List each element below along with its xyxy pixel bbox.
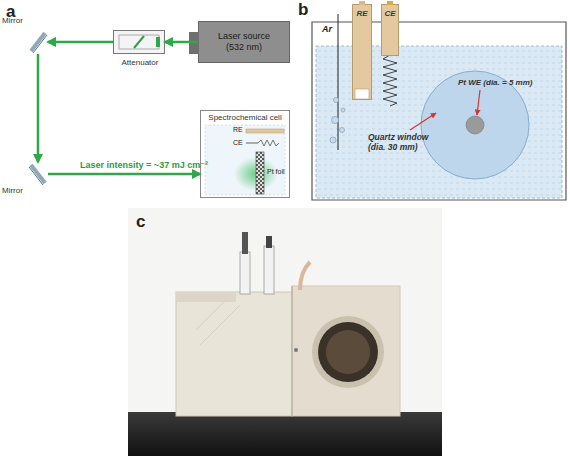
laser-beam-arrow: [165, 41, 198, 44]
callout-label: Pt WE (dia. = 5 mm): [458, 78, 532, 87]
art-part: [266, 236, 272, 248]
shape-art: [114, 31, 166, 55]
attenuator-box: Attenuator: [113, 30, 165, 54]
shape-part: [189, 32, 199, 54]
spectrochemical-cell-box: Spectrochemical cell: [200, 110, 290, 198]
photo-cell-body: [176, 286, 400, 416]
laser-beam-arrow: [48, 41, 113, 44]
shape-part: [205, 125, 285, 195]
shape-part: [359, 1, 365, 5]
part-label: RE: [233, 126, 243, 133]
art-part: [330, 137, 336, 143]
laser-beam-arrow: [48, 173, 200, 176]
cell-electrodes: [246, 129, 284, 146]
art-part: [300, 262, 310, 290]
panel-letter: a: [6, 2, 15, 22]
art-part: [340, 128, 345, 133]
shape-part: [31, 33, 45, 51]
art-part: [128, 412, 442, 456]
laser-source-box: Laser source (532 nm): [198, 21, 290, 63]
art-part: [312, 316, 384, 388]
panel-letter: c: [136, 212, 145, 232]
art-part: [334, 98, 339, 103]
edge-label: Laser intensity = ~37 mJ cm⁻²: [80, 160, 208, 170]
electrode-label: RE: [353, 9, 371, 18]
pt-foil: [256, 152, 264, 194]
art-part: [292, 286, 400, 416]
art-part: [318, 322, 378, 382]
art-part: [338, 14, 339, 150]
counter-coil: [383, 55, 397, 106]
electrode-rod: CE: [381, 4, 399, 56]
mirror: Mirror: [28, 30, 48, 54]
leader-lines: [410, 90, 480, 130]
argon-tube: [330, 14, 345, 150]
shape-art: [353, 5, 373, 101]
mirror-label: Mirror: [2, 186, 23, 195]
art-part: [196, 300, 240, 345]
mirror: Mirror: [28, 162, 48, 186]
box-label: Attenuator: [108, 58, 172, 67]
shape-part: [31, 165, 45, 183]
art-part: [176, 292, 236, 302]
art-part: [240, 252, 250, 294]
shape-part: [156, 37, 160, 47]
art-part: [332, 117, 339, 124]
art-part: [246, 143, 258, 144]
quartz-window: Pt WE (dia. = 5 mm)Quartz window (dia. 3…: [420, 70, 530, 180]
art-part: [312, 22, 566, 200]
shape-part: [119, 35, 159, 49]
laser-beam-arrow: [37, 54, 40, 162]
shape-part: [29, 167, 43, 185]
art-part: [176, 292, 292, 416]
art-part: [256, 152, 264, 194]
art-part: [242, 232, 248, 254]
shape-part: [421, 71, 529, 179]
part-label: Pt foil: [267, 168, 285, 175]
cell-tank: [312, 22, 566, 200]
electrode-label: CE: [382, 9, 398, 18]
art-part: [477, 90, 480, 115]
art-part: [128, 208, 442, 456]
photo-background: [128, 208, 442, 456]
art-part: [291, 286, 293, 416]
shape-art: [201, 111, 291, 199]
art-part: [264, 246, 274, 294]
shape-part: [466, 116, 484, 134]
shape-part: [355, 89, 369, 99]
art-part: [246, 129, 284, 133]
electrode-rod: RE: [352, 4, 372, 100]
photo-electrodes: [240, 232, 310, 294]
art-part: [326, 330, 370, 374]
art-part: [258, 140, 279, 146]
shape-part: [134, 36, 144, 48]
shape-art: [28, 30, 48, 54]
shape-part: [33, 35, 47, 53]
panel-letter: b: [298, 0, 308, 20]
art-part: [410, 113, 436, 130]
part-label: CE: [233, 139, 243, 146]
art-part: [383, 55, 397, 106]
art-part: [341, 108, 345, 112]
art-part: [294, 348, 298, 352]
shape-art: [28, 162, 48, 186]
callout-label: Quartz window (dia. 30 mm): [368, 132, 434, 152]
gas-label: Ar: [322, 24, 332, 34]
box-title: Spectrochemical cell: [201, 113, 289, 122]
box-label: Laser source (532 nm): [199, 22, 289, 62]
shape-part: [387, 1, 393, 5]
